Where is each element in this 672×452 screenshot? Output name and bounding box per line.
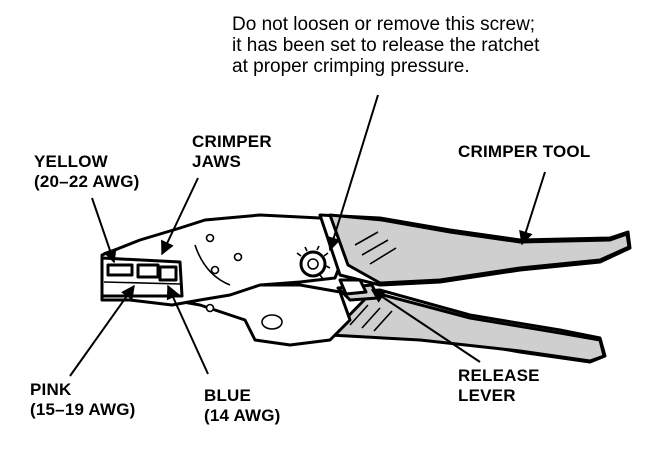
blue-leader	[166, 284, 209, 375]
note-line-1: Do not loosen or remove this screw;	[232, 14, 536, 35]
release-lever-leader	[370, 289, 481, 363]
rivet	[205, 233, 215, 243]
rivet	[210, 265, 220, 275]
release-lever-label-line2: LEVER	[458, 386, 516, 405]
yellow-leader	[91, 197, 117, 264]
lower-handle	[266, 288, 607, 364]
crimper-tool-label-text: CRIMPER TOOL	[458, 142, 591, 161]
pink-label: PINK (15–19 AWG)	[30, 380, 136, 420]
crimper-tool-label: CRIMPER TOOL	[458, 142, 590, 162]
release-lever-label-line1: RELEASE	[458, 366, 540, 385]
screw-warning-note: Do not loosen or remove this screw; it h…	[232, 14, 539, 77]
note-line-3: at proper crimping pressure.	[232, 56, 470, 77]
pink-label-gauge: (15–19 AWG)	[30, 400, 136, 419]
adjustment-screw	[296, 245, 331, 280]
note-leader	[327, 94, 379, 252]
crimper-jaws-label-line1: CRIMPER	[192, 132, 272, 151]
crimper-tool-leader	[519, 171, 546, 246]
crimper-jaws-label-line2: JAWS	[192, 152, 241, 171]
pink-die	[136, 263, 160, 279]
blue-label: BLUE (14 AWG)	[204, 386, 281, 426]
yellow-label-gauge: (20–22 AWG)	[34, 172, 140, 191]
crimper-jaws-label: CRIMPER JAWS	[192, 132, 272, 172]
yellow-label-name: YELLOW	[34, 152, 108, 171]
rivet	[205, 303, 215, 313]
link-pivot-hole	[261, 314, 283, 330]
release-lever-label: RELEASE LEVER	[458, 366, 540, 406]
pink-label-name: PINK	[30, 380, 72, 399]
note-line-2: it has been set to release the ratchet	[232, 35, 540, 56]
upper-handle	[318, 213, 632, 287]
blue-die	[158, 265, 178, 282]
yellow-die	[106, 263, 134, 277]
blue-label-name: BLUE	[204, 386, 252, 405]
yellow-label: YELLOW (20–22 AWG)	[34, 152, 140, 192]
crimper-jaws-leader	[161, 177, 199, 256]
pink-leader	[69, 284, 135, 377]
rivet	[233, 252, 243, 262]
blue-label-gauge: (14 AWG)	[204, 406, 281, 425]
